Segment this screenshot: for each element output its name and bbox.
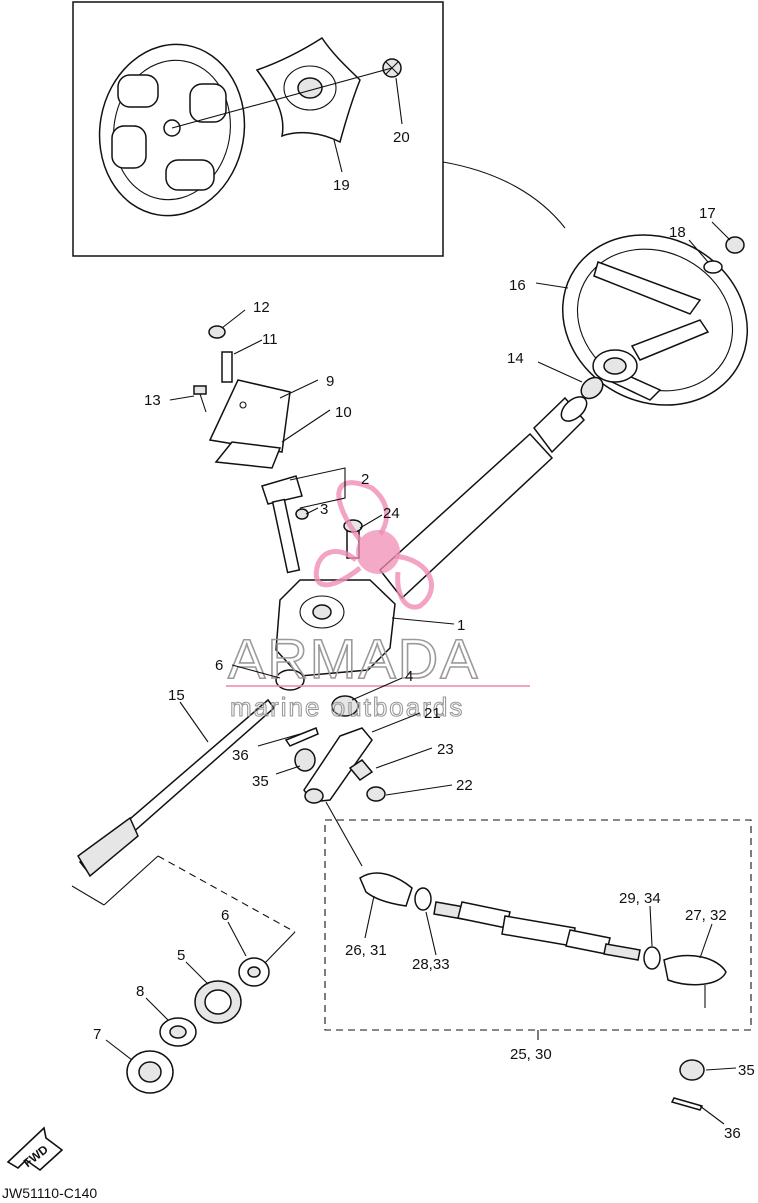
- part-label-25-30: 25, 30: [510, 1046, 552, 1063]
- part-label-7: 7: [93, 1026, 101, 1043]
- part-label-29-34: 29, 34: [619, 890, 661, 907]
- part-label-18: 18: [669, 224, 686, 241]
- part-label-12: 12: [253, 299, 270, 316]
- inset-detail: [72, 1, 444, 257]
- part-label-21: 21: [424, 705, 441, 722]
- part-label-8: 8: [136, 983, 144, 1000]
- part-label-26-31: 26, 31: [345, 942, 387, 959]
- leader-lines: [105, 221, 737, 1125]
- part-label-1: 1: [457, 617, 465, 634]
- part-label-3: 3: [320, 501, 328, 518]
- part-label-35b: 35: [738, 1062, 755, 1079]
- part-label-6a: 6: [215, 657, 223, 674]
- part-label-36a: 36: [232, 747, 249, 764]
- part-label-6b: 6: [221, 907, 229, 924]
- arm-group: [284, 727, 386, 804]
- part-label-9: 9: [326, 373, 334, 390]
- part-label-19: 19: [333, 177, 350, 194]
- steering-column: [378, 376, 604, 600]
- part-label-27-32: 27, 32: [685, 907, 727, 924]
- tie-rod-group: [324, 801, 752, 1111]
- input-shaft-group: [71, 698, 296, 1094]
- part-label-2: 2: [361, 471, 369, 488]
- part-label-17: 17: [699, 205, 716, 222]
- part-label-35a: 35: [252, 773, 269, 790]
- part-label-4: 4: [405, 668, 413, 685]
- part-label-15: 15: [168, 687, 185, 704]
- part-label-14: 14: [507, 350, 524, 367]
- fwd-arrow: FWD: [6, 1126, 64, 1172]
- part-label-16: 16: [509, 277, 526, 294]
- part-labels: 20 19 17 18 16 14 12 11 9 13 10 2 3 24 1…: [2, 129, 755, 1201]
- part-label-20: 20: [393, 129, 410, 146]
- watermark-brand: ARMADA: [228, 627, 480, 690]
- cover-plate-group: [193, 325, 291, 469]
- diagram-code: JW51110-C140: [2, 1185, 97, 1201]
- part-label-36b: 36: [724, 1125, 741, 1142]
- part-label-23: 23: [437, 741, 454, 758]
- steering-wheel: [561, 234, 749, 406]
- part-label-11: 11: [262, 331, 278, 348]
- part-label-10: 10: [335, 404, 352, 421]
- part-label-13: 13: [144, 392, 161, 409]
- part-label-5: 5: [177, 947, 185, 964]
- part-label-22: 22: [456, 777, 473, 794]
- watermark-tagline: marine outboards: [230, 692, 464, 722]
- part-label-28-33: 28,33: [412, 956, 450, 973]
- inset-callout-line: [442, 161, 566, 229]
- part-label-24: 24: [383, 505, 400, 522]
- watermark-logo: ARMADA marine outboards: [226, 480, 530, 723]
